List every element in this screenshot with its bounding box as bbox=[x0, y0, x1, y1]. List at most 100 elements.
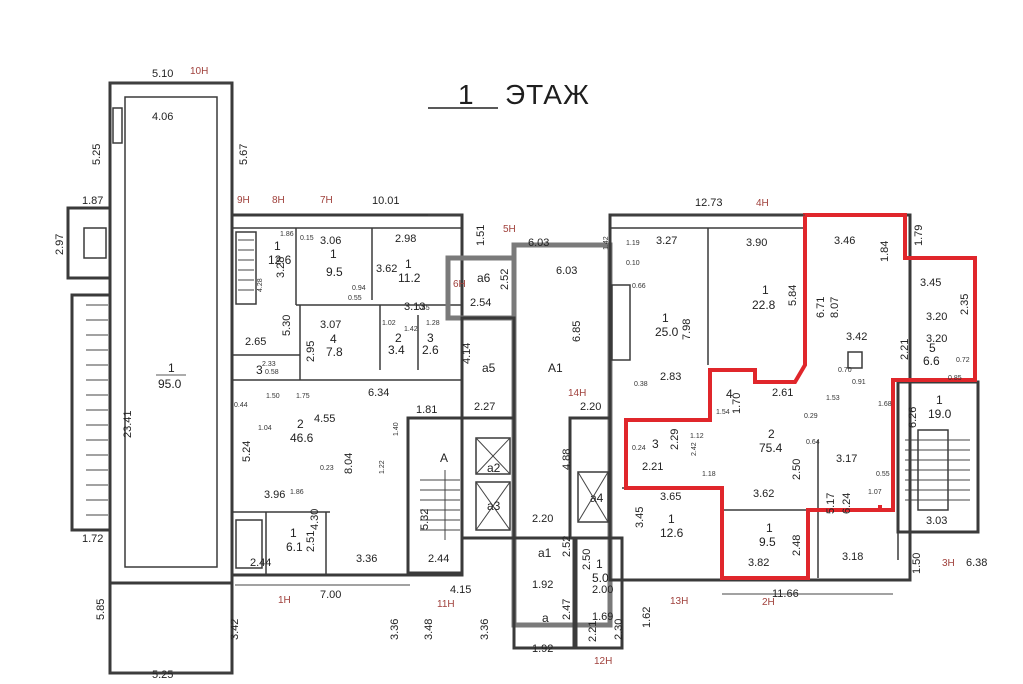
svg-text:7.98: 7.98 bbox=[681, 319, 693, 340]
room-number: 2 bbox=[395, 331, 402, 345]
svg-text:1.92: 1.92 bbox=[532, 643, 553, 655]
room-number: 1 bbox=[936, 393, 943, 407]
svg-text:0.66: 0.66 bbox=[632, 283, 646, 290]
svg-text:1.02: 1.02 bbox=[382, 320, 396, 327]
svg-text:3.07: 3.07 bbox=[320, 319, 341, 331]
svg-text:2.52: 2.52 bbox=[499, 269, 511, 290]
left-stair-steps bbox=[86, 304, 108, 516]
floor-number: 1 bbox=[458, 79, 475, 110]
svg-text:0.23: 0.23 bbox=[320, 465, 334, 472]
room-area: 46.6 bbox=[290, 431, 314, 445]
svg-text:3.20: 3.20 bbox=[926, 333, 947, 345]
svg-text:1.84: 1.84 bbox=[879, 241, 891, 262]
svg-text:5.32: 5.32 bbox=[419, 509, 431, 530]
svg-text:1.42: 1.42 bbox=[603, 236, 610, 250]
svg-text:1.53: 1.53 bbox=[826, 395, 840, 402]
svg-text:3.42: 3.42 bbox=[229, 619, 241, 640]
svg-text:3.62: 3.62 bbox=[753, 488, 774, 500]
svg-text:0.58: 0.58 bbox=[265, 369, 279, 376]
room-area: 95.0 bbox=[158, 377, 182, 391]
svg-text:1.87: 1.87 bbox=[82, 195, 103, 207]
svg-text:2.33: 2.33 bbox=[262, 361, 276, 368]
room-code: а4 bbox=[590, 491, 604, 505]
svg-text:3.27: 3.27 bbox=[656, 235, 677, 247]
svg-text:6.38: 6.38 bbox=[966, 557, 987, 569]
svg-text:0.15: 0.15 bbox=[300, 235, 314, 242]
svg-text:8.04: 8.04 bbox=[343, 453, 355, 474]
svg-text:2.21: 2.21 bbox=[899, 339, 911, 360]
exit-label: 8Н bbox=[272, 195, 285, 206]
room-area: 11.2 bbox=[398, 271, 421, 285]
exit-label: 13Н bbox=[670, 596, 688, 607]
svg-text:23.41: 23.41 bbox=[122, 410, 134, 438]
svg-text:2.44: 2.44 bbox=[428, 553, 449, 565]
svg-text:2.20: 2.20 bbox=[580, 401, 601, 413]
svg-text:2.54: 2.54 bbox=[470, 297, 491, 309]
svg-text:3.96: 3.96 bbox=[264, 489, 285, 501]
svg-text:1.50: 1.50 bbox=[911, 553, 923, 574]
highlighted-unit-outline bbox=[624, 213, 977, 580]
svg-text:2.42: 2.42 bbox=[691, 442, 698, 456]
svg-text:2.21: 2.21 bbox=[587, 621, 599, 642]
svg-text:2.20: 2.20 bbox=[532, 513, 553, 525]
svg-text:4.55: 4.55 bbox=[314, 413, 335, 425]
exit-label: 5Н bbox=[503, 224, 516, 235]
svg-text:1.18: 1.18 bbox=[702, 471, 716, 478]
svg-text:8.07: 8.07 bbox=[829, 297, 841, 318]
svg-text:1.62: 1.62 bbox=[641, 607, 653, 628]
svg-text:1.86: 1.86 bbox=[290, 489, 304, 496]
room-number: 1 bbox=[596, 557, 603, 571]
room-area: 6.1 bbox=[286, 540, 303, 554]
svg-text:0.85: 0.85 bbox=[948, 375, 962, 382]
svg-text:2.21: 2.21 bbox=[642, 461, 663, 473]
svg-text:3.45: 3.45 bbox=[634, 507, 646, 528]
svg-text:3.82: 3.82 bbox=[748, 557, 769, 569]
small-dimension-labels: 0.15 0.94 1.42 0.55 1.02 2.33 0.44 1.04 … bbox=[234, 231, 970, 496]
svg-text:1.40: 1.40 bbox=[393, 422, 400, 436]
svg-text:0.94: 0.94 bbox=[352, 285, 366, 292]
svg-text:3.46: 3.46 bbox=[834, 235, 855, 247]
svg-text:0.44: 0.44 bbox=[234, 402, 248, 409]
exit-label: 9Н bbox=[237, 195, 250, 206]
room-number: 1 bbox=[766, 521, 773, 535]
room-area: 7.8 bbox=[326, 345, 343, 359]
svg-text:2.61: 2.61 bbox=[772, 387, 793, 399]
svg-text:2.48: 2.48 bbox=[791, 535, 803, 556]
svg-text:2.50: 2.50 bbox=[581, 549, 593, 570]
svg-text:5.85: 5.85 bbox=[95, 599, 107, 620]
svg-text:5.84: 5.84 bbox=[787, 285, 799, 306]
exit-label: 12Н bbox=[594, 656, 612, 667]
room-area: 22.8 bbox=[752, 298, 776, 312]
svg-text:1.68: 1.68 bbox=[878, 401, 892, 408]
svg-text:1.92: 1.92 bbox=[532, 579, 553, 591]
svg-text:0.72: 0.72 bbox=[956, 357, 970, 364]
svg-text:7.00: 7.00 bbox=[320, 589, 341, 601]
room-number: 2 bbox=[297, 417, 304, 431]
room-area: 25.0 bbox=[655, 325, 679, 339]
svg-text:5.25: 5.25 bbox=[152, 669, 173, 681]
svg-text:2.83: 2.83 bbox=[660, 371, 681, 383]
room-number: 4 bbox=[330, 332, 337, 346]
svg-text:12.73: 12.73 bbox=[695, 197, 723, 209]
svg-text:2.44: 2.44 bbox=[250, 557, 271, 569]
svg-text:1.28: 1.28 bbox=[426, 320, 440, 327]
svg-text:2.97: 2.97 bbox=[54, 234, 66, 255]
exit-label: 1Н bbox=[278, 595, 291, 606]
room-area: 12.6 bbox=[660, 526, 684, 540]
room-code: а3 bbox=[487, 499, 501, 513]
svg-text:1.19: 1.19 bbox=[626, 240, 640, 247]
svg-text:2.35: 2.35 bbox=[959, 294, 971, 315]
svg-text:5.67: 5.67 bbox=[238, 144, 250, 165]
svg-text:0.64: 0.64 bbox=[806, 439, 820, 446]
svg-text:2.00: 2.00 bbox=[592, 584, 613, 596]
svg-text:6.03: 6.03 bbox=[556, 265, 577, 277]
room-number: 1 bbox=[668, 512, 675, 526]
exit-label: 2Н bbox=[762, 597, 775, 608]
svg-text:1.07: 1.07 bbox=[868, 489, 882, 496]
svg-text:2.51: 2.51 bbox=[305, 531, 317, 552]
svg-text:1.50: 1.50 bbox=[266, 393, 280, 400]
svg-text:1.69: 1.69 bbox=[592, 611, 613, 623]
svg-text:10.01: 10.01 bbox=[372, 195, 400, 207]
svg-text:4.06: 4.06 bbox=[152, 111, 173, 123]
